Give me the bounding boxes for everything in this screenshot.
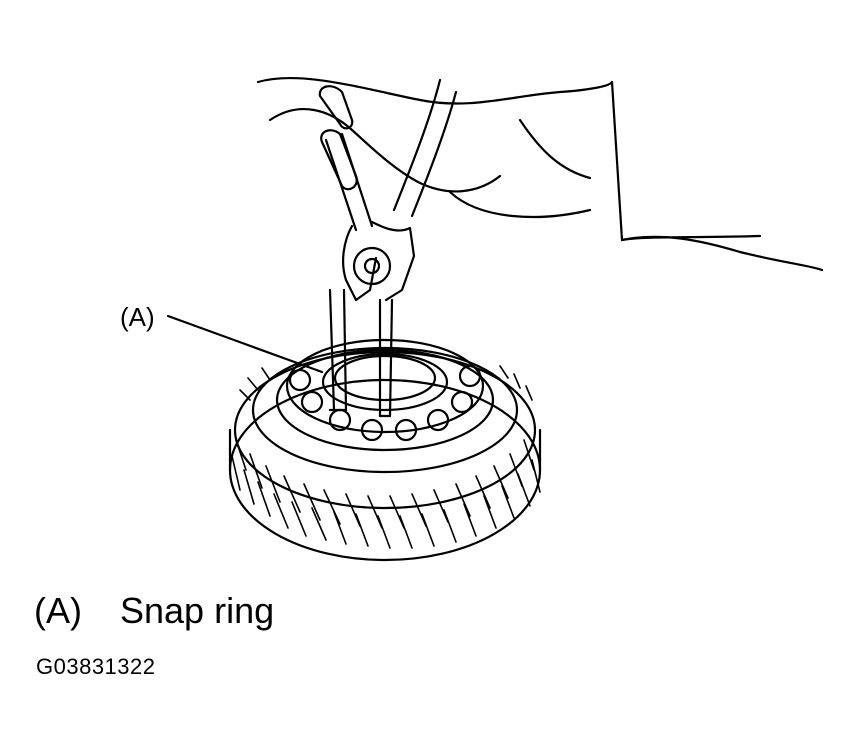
hand-outline <box>256 76 824 272</box>
snap-ring-pliers <box>324 78 458 418</box>
legend-key: (A) <box>34 590 82 631</box>
gear-assembly <box>228 338 542 562</box>
gear-teeth <box>231 365 541 549</box>
callout-leader-line <box>166 314 324 374</box>
figure-id: G03831322 <box>36 654 156 679</box>
legend-label: Snap ring <box>120 590 275 631</box>
legend: (A) Snap ring <box>34 590 274 632</box>
snap-ring-removal-illustration <box>166 76 824 562</box>
callout-label-a: (A) <box>120 302 155 332</box>
